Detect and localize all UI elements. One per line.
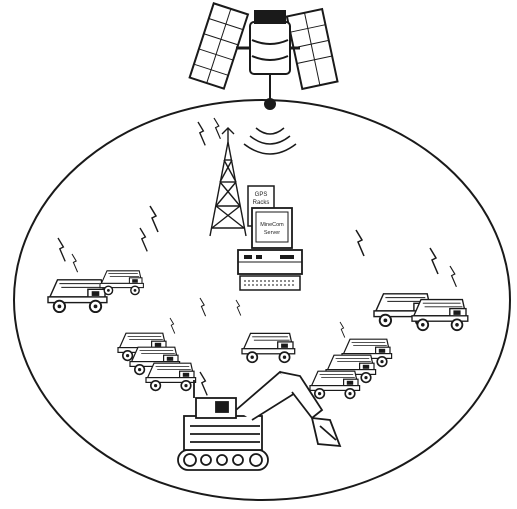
server-monitor-label-1: MineCom bbox=[260, 222, 284, 228]
server-station: GPS Racks MineCom Server bbox=[238, 186, 302, 290]
satellite bbox=[190, 3, 338, 110]
radio-tower bbox=[210, 128, 246, 236]
haul-truck-center bbox=[242, 333, 295, 362]
solar-panel-left bbox=[190, 3, 248, 88]
haul-truck-left-2 bbox=[100, 271, 143, 295]
satellite-signal bbox=[244, 128, 296, 154]
haul-truck-left-1 bbox=[48, 280, 107, 312]
haul-truck-group-right-3 bbox=[310, 371, 360, 398]
satellite-body bbox=[236, 10, 300, 110]
server-rack-label-1: GPS bbox=[255, 192, 268, 198]
server-rack-label-2: Racks bbox=[253, 200, 270, 206]
haul-truck-right-2 bbox=[412, 300, 468, 331]
server-monitor-label-2: Server bbox=[264, 230, 280, 236]
haul-truck-group-left-3 bbox=[146, 363, 196, 390]
